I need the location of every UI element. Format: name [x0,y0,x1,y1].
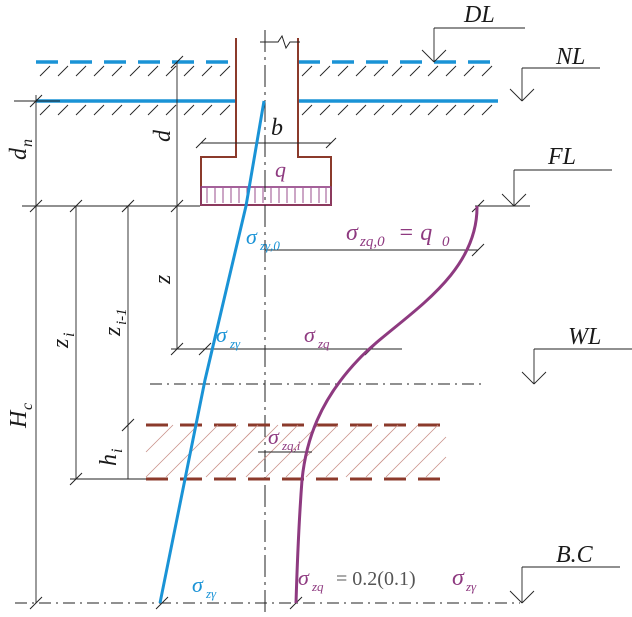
pressure-arrows [206,188,327,203]
z-dimension [170,206,402,356]
svg-text:zγ: zγ [229,336,241,351]
z-label: z [150,274,176,285]
bottom-tick-left [155,596,169,610]
hi-label: h i [96,449,126,466]
svg-text:= 0.2(0.1): = 0.2(0.1) [336,568,416,590]
hi-dimension [70,425,146,480]
footing-width-label: b [271,115,283,141]
additional-stress-label: σ zq [304,322,330,351]
self-weight-stress-label: σ zγ [216,322,241,351]
dl-level-marker [421,27,525,63]
svg-text:h: h [96,454,122,466]
zi-label: z i [48,333,78,349]
wl-level-marker [521,348,632,385]
svg-text:zγ: zγ [205,586,217,601]
svg-text:z: z [150,274,176,285]
svg-text:σ: σ [304,322,316,347]
svg-text:H: H [6,409,32,429]
self-weight-stress-bottom-label: σ zγ [192,572,217,601]
hc-label: H c [6,403,36,429]
wl-label: WL [568,324,601,350]
bc-level-marker [509,566,620,604]
dn-dimension [14,94,60,213]
svg-text:zq,0: zq,0 [359,234,385,250]
svg-text:= q: = q [398,220,432,246]
svg-text:σ: σ [346,220,359,246]
svg-text:d: d [150,129,176,142]
svg-text:σ: σ [268,424,280,449]
svg-text:i-1: i-1 [114,308,130,325]
q0-tick [471,243,485,257]
svg-text:zq: zq [311,579,324,594]
svg-text:i: i [61,333,78,337]
sublayer-additional-stress-label: σ zq,i [268,424,301,453]
svg-text:d: d [6,147,32,160]
svg-text:zq,i: zq,i [281,438,301,453]
hc-dimension [29,206,43,610]
szg-tick [198,342,212,356]
svg-text:c: c [19,403,36,410]
self-weight-stress-curve [158,100,266,604]
footing-width-dimension [195,137,337,149]
natural-level-hatch [39,104,493,116]
dl-label: DL [463,2,495,28]
svg-text:i: i [109,449,126,453]
fl-label: FL [547,144,576,170]
svg-text:zγ,0: zγ,0 [259,238,280,253]
svg-text:σ: σ [298,565,310,590]
svg-text:zγ: zγ [465,579,477,594]
bc-label: B.C [556,542,594,568]
nl-level-marker [509,67,600,102]
zi1-label: z i-1 [100,308,130,337]
svg-text:σ: σ [216,322,228,347]
svg-text:z: z [100,326,126,337]
additional-stress-at-base-label: σ zq,0 = q 0 [346,220,450,250]
additional-stress-bottom-label: σ zq = 0.2(0.1) σ zγ [298,565,477,594]
pressure-label: q [275,157,286,182]
svg-text:σ: σ [192,572,204,597]
nl-label: NL [555,44,585,70]
svg-text:n: n [19,139,36,147]
dn-label: d n [6,139,36,160]
svg-text:σ: σ [452,565,465,591]
additional-stress-curve [294,205,479,604]
self-weight-stress-at-base-label: σ zγ,0 [246,224,280,253]
svg-text:σ: σ [246,224,258,249]
svg-text:z: z [48,338,74,349]
footing [200,34,332,206]
d-label: d [150,129,176,142]
svg-text:0: 0 [442,234,450,250]
design-level-hatch [39,65,493,77]
svg-text:zq: zq [317,336,330,351]
fl-level-marker [475,169,612,207]
